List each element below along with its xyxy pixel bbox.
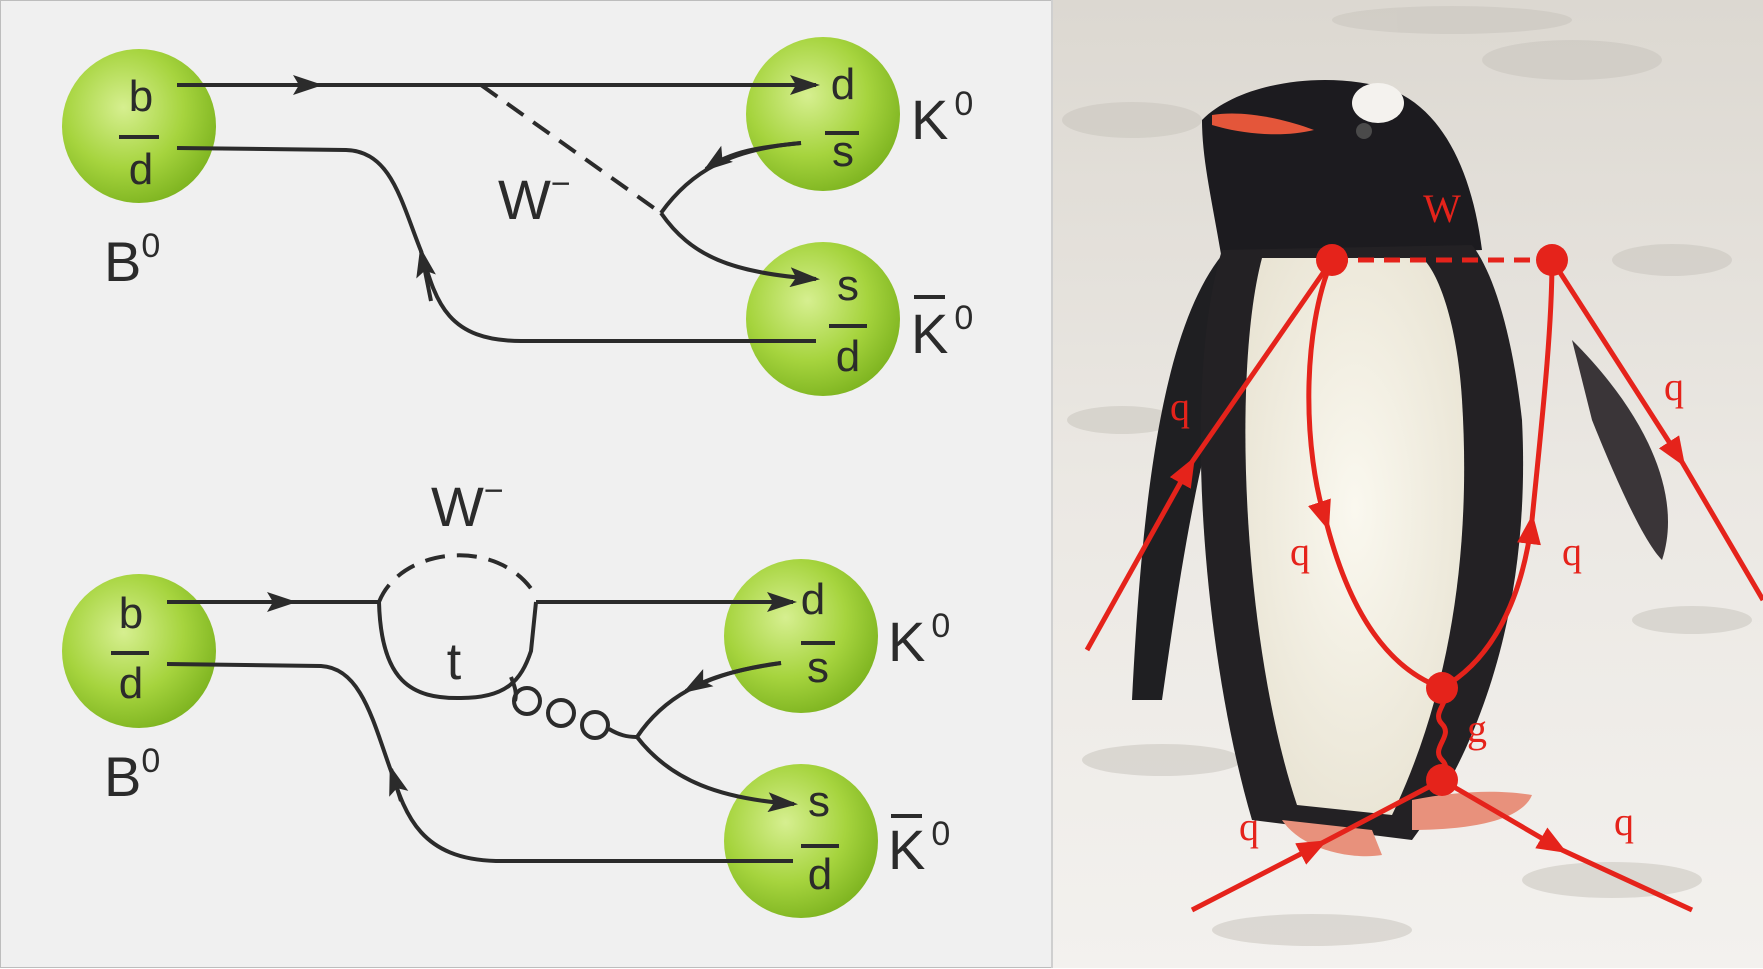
- spectator-quark-line: [176, 146, 816, 343]
- vertex: [1426, 764, 1458, 796]
- b-quark-label: b: [129, 72, 153, 121]
- d-quark-label: d: [831, 60, 855, 109]
- loop-quark-right: [1440, 514, 1541, 691]
- sbar-quark-label: s: [807, 643, 829, 692]
- q-label: q: [1562, 529, 1582, 574]
- dbar-quark-label: d: [129, 145, 153, 194]
- sbar-quark-label: s: [832, 127, 854, 176]
- snow-texture: [1062, 6, 1752, 946]
- k0-meson-ball: [724, 559, 878, 713]
- vertex: [1316, 244, 1348, 276]
- penguin-beak: [1212, 113, 1314, 135]
- bottom-quark-in: [1190, 840, 1328, 913]
- dbar-quark-label: d: [119, 659, 143, 708]
- b0-label: B0: [104, 742, 160, 808]
- head-patch: [1352, 83, 1404, 123]
- d-quark-label: d: [801, 575, 825, 624]
- w-boson-line: [479, 83, 663, 215]
- vertex: [1426, 672, 1458, 704]
- penguin-diagram-overlay: [1084, 257, 1763, 913]
- panel-divider: [1051, 0, 1053, 968]
- incoming-quark-line-cont: [1189, 258, 1335, 464]
- incoming-quark-line: [1084, 456, 1195, 652]
- top-quark-label: t: [447, 633, 462, 691]
- penguin-photo-svg: W g q q q q q q: [1052, 0, 1763, 968]
- b0-label: B0: [104, 227, 160, 293]
- sbar-arrow: [682, 661, 782, 694]
- b0-meson-ball: [62, 49, 216, 203]
- spectator-arrow: [389, 765, 409, 802]
- bottom-quark-in-cont: [1320, 777, 1444, 846]
- loop-quark-right-cont: [1529, 259, 1555, 521]
- s-quark-label: s: [837, 261, 859, 310]
- s-quark-label: s: [808, 777, 830, 826]
- bottom-quark-out: [1440, 777, 1568, 854]
- sbar-arrow: [702, 141, 802, 172]
- spectator-arrow: [416, 247, 436, 302]
- w-boson-loop: [377, 553, 538, 603]
- right-foot: [1412, 791, 1532, 830]
- s-quark-line: [635, 735, 798, 813]
- gluon-line: [509, 676, 638, 740]
- loop-quark-left-cont: [1324, 524, 1443, 691]
- q-label: q: [1290, 529, 1310, 574]
- outgoing-quark-line-cont: [1679, 460, 1763, 602]
- penguin-eye: [1356, 123, 1372, 139]
- spectator-quark-line: [166, 662, 793, 863]
- k0-meson-ball: [746, 37, 900, 191]
- b-quark-label: b: [119, 589, 143, 638]
- right-flipper: [1572, 340, 1668, 560]
- top-quark-loop: [377, 601, 538, 701]
- w-boson-label: W−: [431, 472, 504, 538]
- dbar-quark-label: d: [808, 850, 832, 899]
- dbar-quark-label: d: [836, 332, 860, 381]
- vertex: [1536, 244, 1568, 276]
- bottom-quark-out-cont: [1560, 847, 1694, 913]
- k0bar-meson-ball: [724, 764, 878, 918]
- w-boson-label: W−: [498, 165, 571, 231]
- penguin-photo-panel: W g q q q q q q: [1052, 0, 1763, 968]
- g-label: g: [1467, 706, 1487, 751]
- q-label: q: [1614, 799, 1634, 844]
- outgoing-quark-line: [1549, 258, 1686, 468]
- vertex-dots: [1316, 244, 1568, 796]
- q-label: q: [1239, 804, 1259, 849]
- k0bar-meson-ball: [746, 242, 900, 396]
- penguin-belly: [1245, 258, 1465, 815]
- q-label: q: [1170, 384, 1190, 429]
- loop-quark-left: [1306, 259, 1335, 531]
- q-label: q: [1664, 364, 1684, 409]
- w-label: W: [1423, 186, 1461, 231]
- s-quark-line: [659, 211, 820, 288]
